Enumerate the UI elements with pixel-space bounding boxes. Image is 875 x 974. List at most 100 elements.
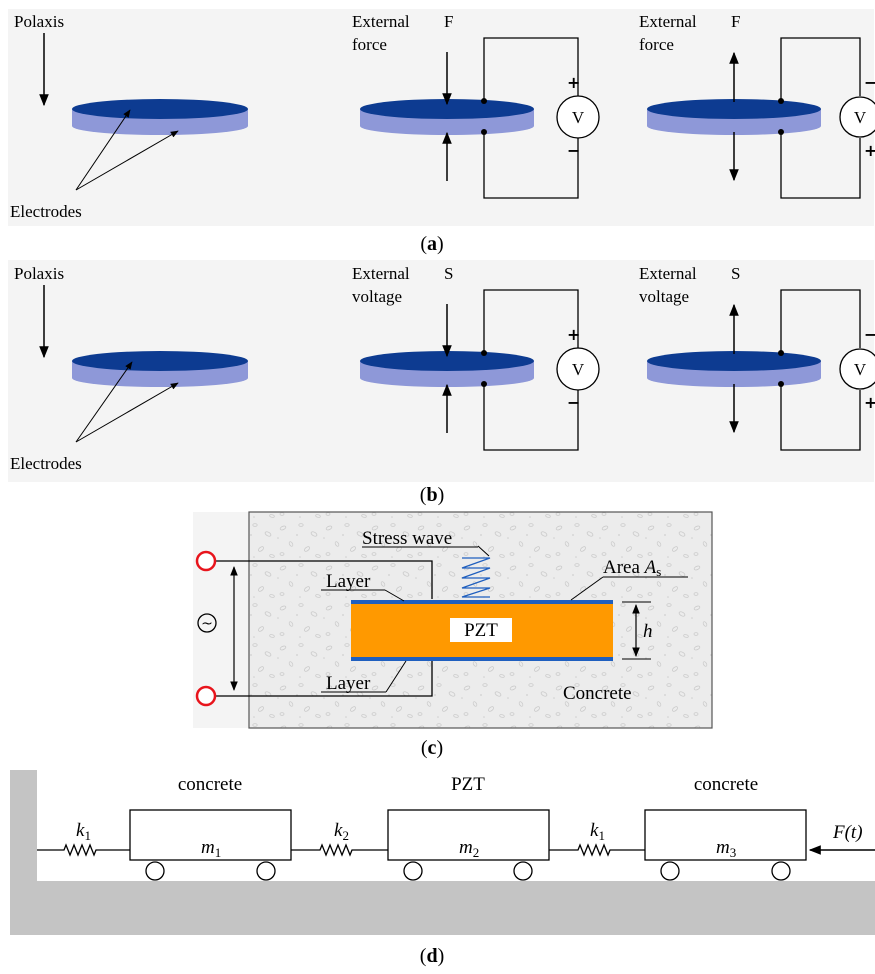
electrode-pointer [75,109,131,191]
external-force-label: F(t) [832,822,863,843]
caption-a: (a) [420,233,443,255]
force-symbol: F [444,12,453,31]
voltmeter-symbol: V [572,108,585,127]
external-label-line2: force [639,35,674,54]
spring-1 [37,843,130,857]
spring-label-2: k2 [334,820,349,843]
wheel [403,861,423,881]
voltmeter-symbol: V [854,360,867,379]
panel-d: k1 k2 k1 concrete PZT concrete m1 m2 m3 … [10,770,875,967]
piezo-disk [72,351,248,387]
electrodes-label: Electrodes [10,454,82,473]
mass-block-2 [387,809,550,861]
source-terminal-bottom [195,685,217,707]
strain-symbol: S [731,264,740,283]
stress-wave-label: Stress wave [362,528,452,549]
electrode-pointer [75,130,179,191]
mass-title-1: concrete [178,774,242,795]
voltmeter [839,96,875,138]
wheel [771,861,791,881]
caption-a-letter: a [427,233,437,255]
mass-title-2: PZT [451,774,485,795]
voltmeter-circuit [481,289,600,451]
external-label-line2: force [352,35,387,54]
external-label-line2: voltage [352,287,402,306]
layer-label-top: Layer [326,571,371,592]
caption-c: (c) [421,737,443,759]
piezo-disk [647,351,821,387]
spring-2 [291,843,388,857]
polaxis-label: Polaxis [14,12,64,31]
wheel [660,861,680,881]
plus-sign: + [864,141,875,160]
piezo-disk [72,99,248,135]
voltmeter-circuit [481,37,600,199]
panel-a: Polaxis Electrodes External force F [8,9,875,255]
area-leader [570,576,604,601]
stress-wave-leader [477,545,490,557]
electrode-pointer [75,361,133,443]
plus-sign: + [567,325,580,344]
spring-3 [549,843,645,857]
minus-sign: − [567,393,580,412]
wheel [145,861,165,881]
spring-label-3: k1 [590,820,605,843]
panel-b: Polaxis Electrodes External voltage S V … [8,260,875,506]
force-symbol: F [731,12,740,31]
electrodes-label: Electrodes [10,202,82,221]
caption-b: (b) [420,484,444,506]
minus-sign: − [864,73,875,92]
voltmeter-circuit [778,289,875,451]
voltmeter-symbol: V [572,360,585,379]
voltmeter [556,347,600,391]
external-label-line2: voltage [639,287,689,306]
pzt-label: PZT [464,620,498,641]
caption-c-letter: c [428,737,437,759]
caption-d: (d) [420,945,444,967]
caption-b-letter: b [426,484,437,506]
plus-sign: + [864,393,875,412]
layer-label-bottom: Layer [326,673,371,694]
height-label: h [643,621,653,642]
electrode-pointer [75,382,179,443]
piezo-disk [360,99,534,135]
piezo-disk [360,351,534,387]
pzt-label-box [450,618,512,642]
external-label-line1: External [639,264,697,283]
voltmeter-symbol: V [854,108,867,127]
stress-wave-zigzag [461,557,491,598]
plus-sign: + [567,73,580,92]
mass-label-1: m1 [201,837,221,860]
external-label-line1: External [639,12,697,31]
mass-label-3: m3 [716,837,736,860]
layer-bottom-leader [385,660,407,693]
electrode-layer-top [351,600,613,604]
mass-title-3: concrete [694,774,758,795]
ac-source-icon [197,613,217,633]
mass-block-3 [644,809,807,861]
panel-c: ~ PZT Stress wave Area As Layer Layer h … [193,511,713,759]
external-label-line1: External [352,12,410,31]
area-label: Area As [603,557,661,579]
mass-block-1 [129,809,292,861]
concrete-label: Concrete [563,683,632,704]
wheel [256,861,276,881]
mass-label-2: m2 [459,837,479,860]
polaxis-label: Polaxis [14,264,64,283]
layer-top-leader [384,589,405,602]
voltmeter [839,348,875,390]
external-label-line1: External [352,264,410,283]
ground-support [10,770,875,935]
strain-symbol: S [444,264,453,283]
caption-d-letter: d [426,945,437,967]
wheel [513,861,533,881]
voltmeter-circuit [778,37,875,199]
source-terminal-top [195,550,217,572]
bottom-wire [215,661,433,697]
electrode-layer-bottom [351,657,613,661]
piezo-disk [647,99,821,135]
minus-sign: − [864,325,875,344]
top-wire [215,560,433,599]
spring-label-1: k1 [76,820,91,843]
